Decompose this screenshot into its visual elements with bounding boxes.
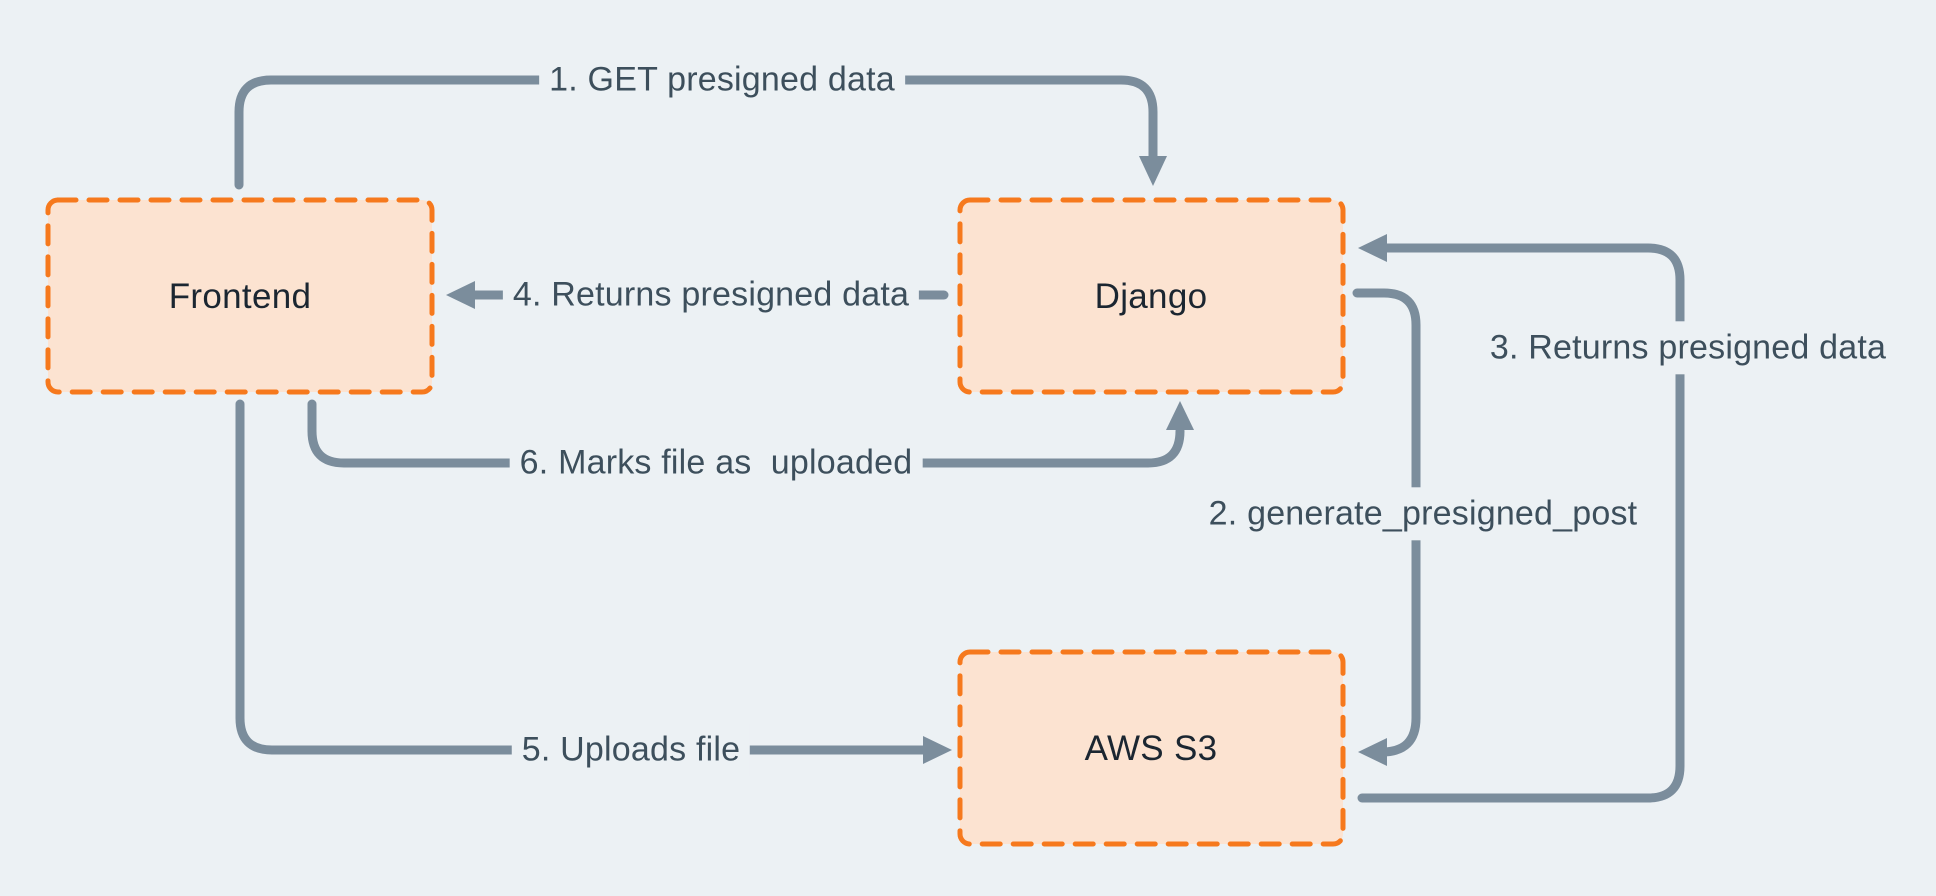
edge-2-arrowhead-left-icon (1358, 738, 1387, 766)
edge-4-arrowhead-left-icon (446, 281, 475, 309)
edge-label-4-returns-presigned-data: 4. Returns presigned data (502, 268, 920, 322)
node-frontend-box (45, 197, 435, 395)
edge-5-path (235, 399, 931, 755)
edge-2-path (1352, 288, 1421, 757)
edge-label-1-get-presigned-data: 1. GET presigned data (539, 53, 905, 107)
edge-label-3-returns-presigned-data: 3. Returns presigned data (1479, 321, 1897, 375)
edge-5-arrowhead-right-icon (923, 736, 952, 764)
node-aws-s3-box (957, 649, 1346, 847)
edge-3-path (1357, 243, 1685, 803)
edge-label-5-uploads-file: 5. Uploads file (511, 723, 751, 777)
node-label-frontend: Frontend (168, 277, 312, 316)
node-django-box (957, 197, 1346, 395)
nodes (45, 197, 1346, 847)
edge-1-arrowhead-down-icon (1139, 156, 1167, 186)
edge-6-arrowhead-up-icon (1166, 401, 1194, 430)
edge-3-arrowhead-left-icon (1358, 234, 1387, 262)
edge-label-6-marks-file-as-uploaded: 6. Marks file as uploaded (509, 436, 923, 490)
edge-label-2-generate-presigned-post: 2. generate_presigned_post (1198, 487, 1648, 541)
node-label-aws-s3: AWS S3 (1084, 729, 1218, 768)
node-label-django: Django (1094, 277, 1208, 316)
edge-6-path (307, 399, 1185, 468)
